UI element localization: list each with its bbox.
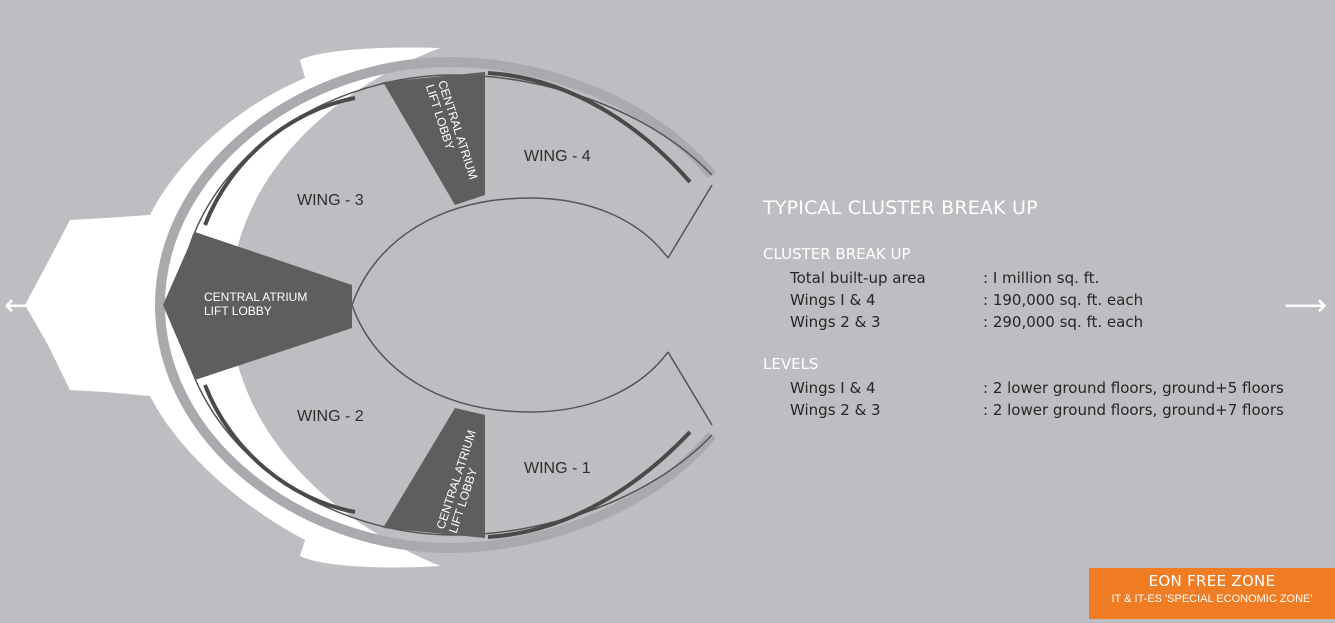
lobby-bottom: [383, 408, 485, 538]
lobby-middle: [163, 232, 352, 380]
courtyard-arc: [351, 197, 669, 413]
row-key: Wings I & 4: [790, 291, 876, 309]
row-value: : 2 lower ground floors, ground+7 floors: [983, 401, 1284, 419]
eon-free-zone-badge[interactable]: EON FREE ZONE IT & IT-ES 'SPECIAL ECONOM…: [1089, 568, 1335, 619]
levels-row: Wings I & 4 : 2 lower ground floors, gro…: [763, 377, 1284, 399]
levels-heading: LEVELS: [763, 355, 819, 373]
row-value: : 190,000 sq. ft. each: [983, 291, 1144, 309]
cluster-section: CLUSTER BREAK UP Total built-up area : I…: [763, 245, 1284, 333]
lobby-middle-label-line1: CENTRAL ATRIUM: [204, 290, 307, 304]
cluster-heading: CLUSTER BREAK UP: [763, 245, 911, 263]
row-key: Wings I & 4: [790, 379, 876, 397]
wing-4-label: WING - 4: [524, 148, 591, 165]
row-value: : 290,000 sq. ft. each: [983, 313, 1144, 331]
cluster-row: Total built-up area : I million sq. ft.: [763, 267, 1284, 289]
levels-row: Wings 2 & 3 : 2 lower ground floors, gro…: [763, 399, 1284, 421]
end-cap-bottom: [667, 351, 713, 426]
row-key: Wings 2 & 3: [790, 313, 881, 331]
previous-arrow-icon[interactable]: ⟵: [4, 289, 48, 322]
wing-3-label: WING - 3: [297, 192, 364, 209]
building-outer-ring: [154, 56, 716, 554]
badge-title: EON FREE ZONE: [1148, 572, 1276, 590]
cluster-row: Wings I & 4 : 190,000 sq. ft. each: [763, 289, 1284, 311]
info-title: TYPICAL CLUSTER BREAK UP: [763, 197, 1038, 219]
row-value: : 2 lower ground floors, ground+5 floors: [983, 379, 1284, 397]
cluster-row: Wings 2 & 3 : 290,000 sq. ft. each: [763, 311, 1284, 333]
cluster-info-panel: TYPICAL CLUSTER BREAK UP CLUSTER BREAK U…: [763, 197, 1284, 443]
lobby-middle-label-line2: LIFT LOBBY: [204, 304, 272, 318]
lobby-top: [383, 72, 485, 205]
wall-segment-top-left: [203, 96, 356, 226]
wall-segment-top-right: [487, 71, 692, 184]
wall-segment-bottom-right: [487, 430, 692, 539]
levels-section: LEVELS Wings I & 4 : 2 lower ground floo…: [763, 355, 1284, 421]
row-key: Wings 2 & 3: [790, 401, 881, 419]
row-key: Total built-up area: [790, 269, 926, 287]
wing-1-label: WING - 1: [524, 460, 591, 477]
wing-2-label: WING - 2: [297, 408, 364, 425]
end-cap-top: [667, 184, 713, 259]
cluster-floor-plan: WING - 4 WING - 3 WING - 2 WING - 1 CENT…: [25, 47, 716, 568]
next-arrow-icon[interactable]: ⟶: [1284, 289, 1328, 322]
wall-segment-bottom-left: [203, 384, 356, 514]
row-value: : I million sq. ft.: [983, 269, 1100, 287]
badge-subtitle: IT & IT-ES 'SPECIAL ECONOMIC ZONE': [1111, 593, 1313, 605]
